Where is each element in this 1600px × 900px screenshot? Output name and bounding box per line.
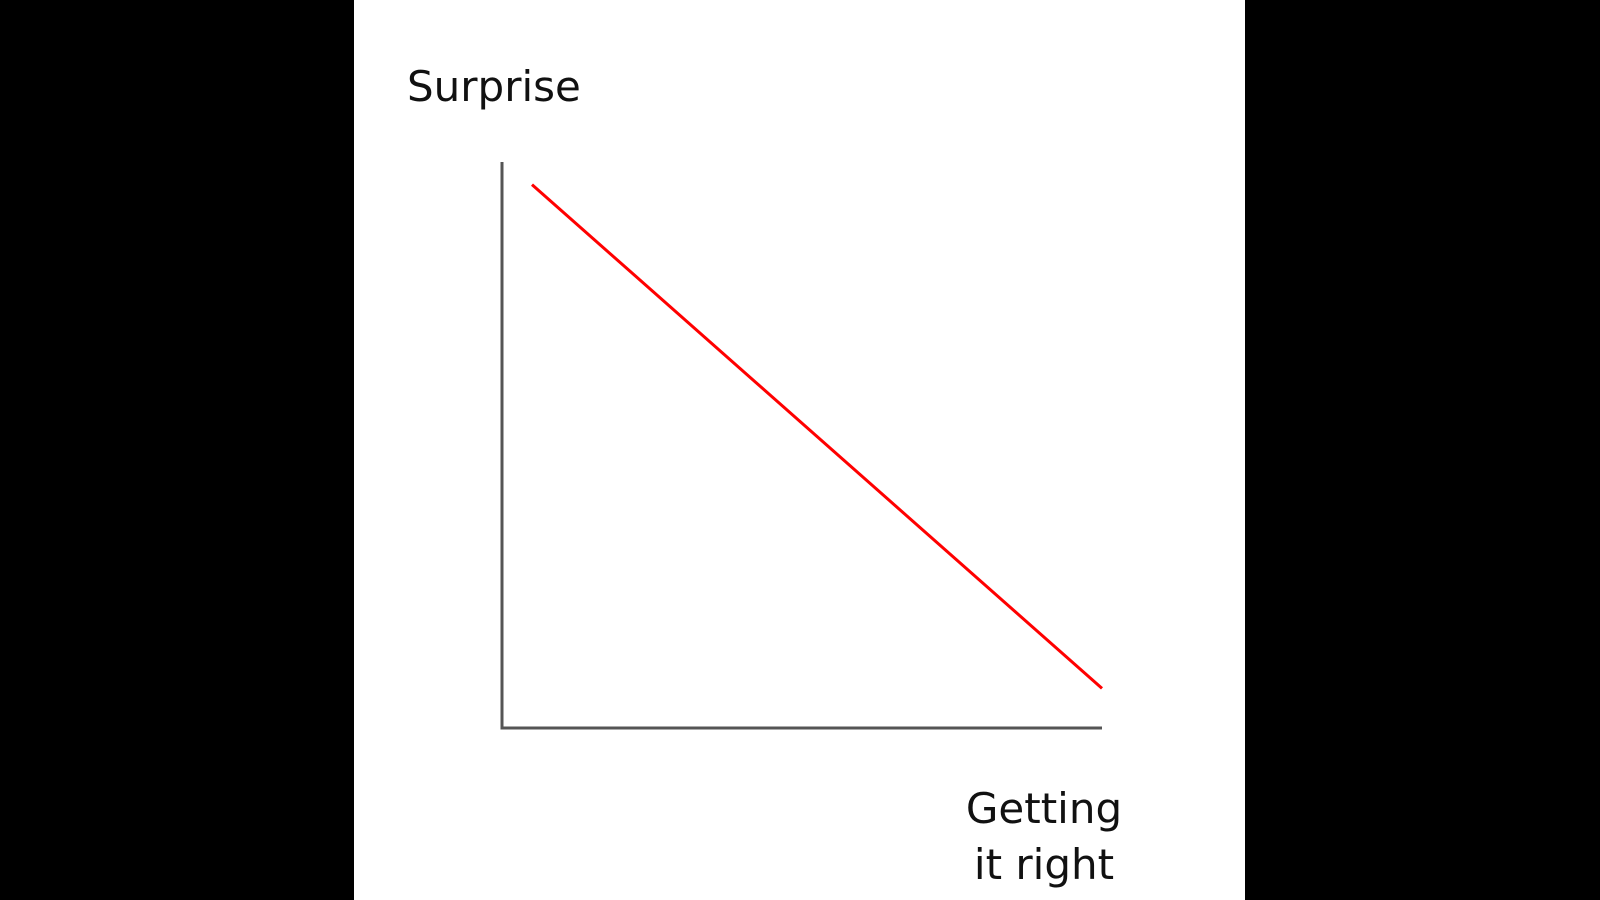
letterbox-right xyxy=(1245,0,1600,900)
letterbox-left xyxy=(0,0,354,900)
x-axis-label: Getting it right xyxy=(944,781,1144,893)
x-axis-label-line-2: it right xyxy=(973,840,1115,889)
y-axis-label: Surprise xyxy=(407,62,581,111)
series-line-1 xyxy=(531,183,1103,690)
slide: Surprise Getting it right xyxy=(354,0,1245,900)
chart xyxy=(500,162,1103,730)
series-layer xyxy=(531,183,1103,690)
x-axis-label-line-1: Getting xyxy=(965,784,1123,833)
